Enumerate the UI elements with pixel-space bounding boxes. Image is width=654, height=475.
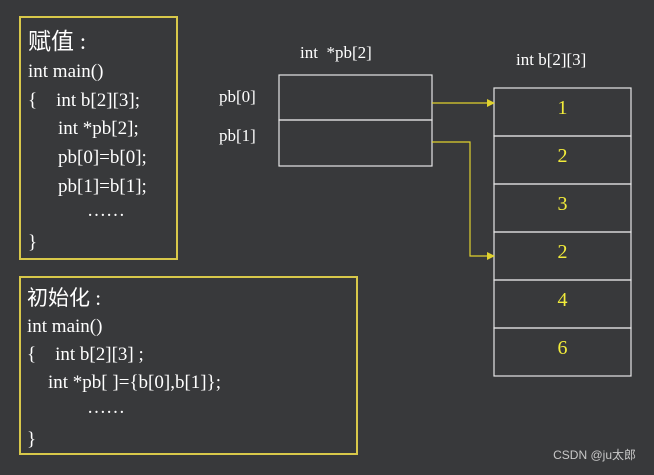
assignment-line-4: pb[0]=b[0];	[58, 147, 147, 168]
pb0-cell	[278, 74, 433, 121]
assignment-line-1: int main()	[28, 61, 104, 82]
initialization-line-3: int *pb[ ]={b[0],b[1]};	[48, 372, 222, 393]
assignment-line-3: int *pb[2];	[58, 118, 139, 139]
matrix-value-1: 1	[557, 97, 568, 119]
assignment-line-5: pb[1]=b[1];	[58, 176, 147, 197]
initialization-title: 初始化 :	[27, 286, 102, 310]
matrix-value-3: 3	[557, 193, 568, 215]
matrix-value-6: 6	[557, 337, 568, 359]
initialization-line-5: }	[27, 429, 37, 450]
assignment-line-6: ……	[87, 200, 125, 221]
initialization-code-box	[19, 276, 358, 455]
pb1-cell	[278, 119, 433, 167]
matrix-value-4: 2	[557, 241, 568, 263]
assignment-code-box	[19, 16, 178, 260]
watermark: CSDN @ju太郎	[553, 448, 636, 462]
assignment-title: 赋值 :	[28, 29, 87, 54]
assignment-line-2: { int b[2][3];	[28, 90, 141, 111]
pointer-array-label: int *pb[2]	[300, 43, 372, 62]
pb0-label: pb[0]	[219, 87, 256, 106]
initialization-line-1: int main()	[27, 316, 103, 337]
initialization-line-2: { int b[2][3] ;	[27, 344, 144, 365]
pb1-arrow	[432, 141, 495, 260]
matrix-value-5: 4	[557, 289, 568, 311]
initialization-line-4: ……	[87, 397, 125, 418]
assignment-line-7: }	[28, 232, 38, 253]
matrix-cell-6	[493, 327, 632, 377]
pb1-label: pb[1]	[219, 126, 256, 145]
matrix-value-2: 2	[557, 145, 568, 167]
matrix-label: int b[2][3]	[516, 50, 587, 69]
